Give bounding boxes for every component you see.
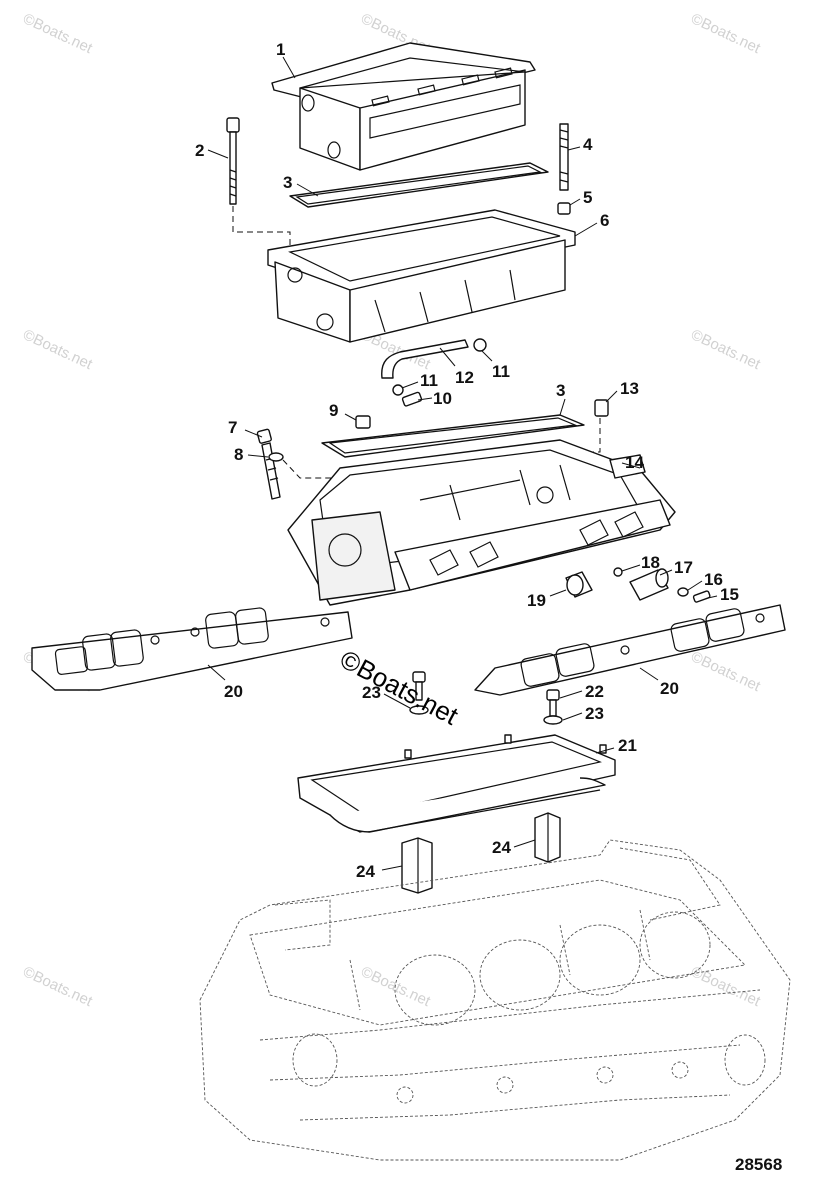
watermark: ©Boats.net	[20, 10, 95, 57]
callout-18: 18	[641, 553, 660, 572]
part-1-plenum-cover	[271, 42, 536, 171]
callout-12: 12	[455, 368, 474, 387]
part-3-upper-gasket	[289, 162, 549, 208]
engine-block-outline	[199, 839, 791, 1161]
callout-3-lower: 3	[556, 381, 565, 400]
callout-16: 16	[704, 570, 723, 589]
watermark: ©Boats.net	[20, 963, 95, 1010]
part-2-long-bolt	[226, 117, 291, 250]
part-18-oring	[613, 567, 623, 577]
watermark: ©Boats.net	[20, 326, 95, 373]
part-5-nut	[557, 202, 571, 215]
part-19-fitting	[565, 571, 593, 598]
watermark: ©Boats.net	[688, 648, 763, 695]
callout-23-right: 23	[585, 704, 604, 723]
callout-24-right: 24	[492, 838, 511, 857]
part-22-bolt-left	[412, 671, 426, 701]
part-12-hose	[381, 339, 469, 379]
center-watermark: ©Boats.net	[335, 644, 464, 731]
callout-11-lower: 11	[420, 371, 438, 390]
part-20-left-gasket	[31, 607, 353, 691]
figure-number: 28568	[735, 1155, 782, 1174]
callout-6: 6	[600, 211, 609, 230]
part-4-stud	[559, 123, 569, 191]
callout-21: 21	[618, 736, 637, 755]
callout-15: 15	[720, 585, 739, 604]
watermark: ©Boats.net	[358, 963, 433, 1010]
part-20-right-gasket	[474, 604, 786, 696]
callout-22: 22	[585, 682, 604, 701]
callout-1: 1	[276, 40, 285, 59]
part-14-intake-manifold	[287, 439, 676, 606]
part-21-valley-cover	[297, 734, 616, 833]
leader-lines	[207, 56, 718, 871]
part-9-plug	[355, 415, 371, 429]
callout-9: 9	[329, 401, 338, 420]
callout-20-left: 20	[224, 682, 243, 701]
part-15-screw	[692, 590, 711, 603]
callouts: 1 2 3 4 5 6 11 12 11 10 9 3 13 7 8 14 18…	[195, 40, 739, 881]
callout-23-left: 23	[362, 683, 381, 702]
part-11-clamp-lower	[392, 384, 404, 396]
callout-13: 13	[620, 379, 639, 398]
part-10-fitting	[401, 391, 423, 407]
part-3-lower-gasket	[321, 414, 585, 458]
part-16-washer	[677, 587, 689, 597]
callout-24-left: 24	[356, 862, 375, 881]
part-7-bolt	[256, 428, 281, 500]
part-23-washer-left	[409, 705, 429, 715]
callout-3-upper: 3	[283, 173, 292, 192]
part-22-bolt-right	[546, 689, 560, 717]
callout-20-right: 20	[660, 679, 679, 698]
part-6-plenum-base	[267, 209, 576, 343]
part-11-clamp-upper	[473, 338, 487, 352]
part-24-spacer-right	[534, 812, 561, 863]
part-17-sensor	[629, 568, 669, 601]
callout-4: 4	[583, 135, 593, 154]
callout-19: 19	[527, 591, 546, 610]
watermark: ©Boats.net	[688, 10, 763, 57]
callout-8: 8	[234, 445, 243, 464]
watermark: ©Boats.net	[688, 326, 763, 373]
callout-14: 14	[625, 453, 644, 472]
callout-7: 7	[228, 418, 237, 437]
callout-11-upper: 11	[492, 362, 510, 381]
callout-2: 2	[195, 141, 204, 160]
callout-10: 10	[433, 389, 452, 408]
watermark: ©Boats.net	[688, 963, 763, 1010]
callout-5: 5	[583, 188, 592, 207]
part-23-washer-right	[543, 715, 563, 725]
part-24-spacer-left	[401, 837, 433, 894]
callout-17: 17	[674, 558, 693, 577]
